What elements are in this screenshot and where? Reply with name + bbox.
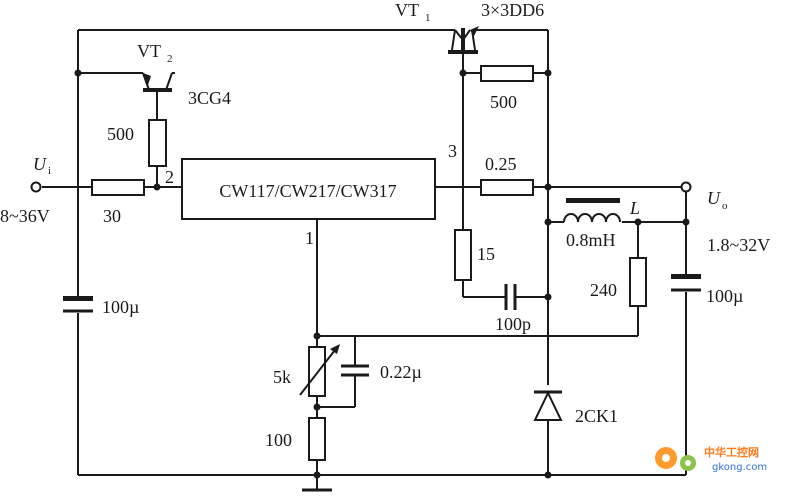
pin-in-label: 2 — [165, 167, 174, 187]
output-range: 1.8~32V — [707, 235, 770, 255]
pin-adj-label: 1 — [305, 228, 314, 248]
output-terminal — [680, 181, 692, 193]
pin-out-label: 3 — [448, 141, 457, 161]
vt2-part: 3CG4 — [188, 88, 231, 108]
resistor-240: 240 — [590, 257, 647, 307]
potentiometer-5k: 5k — [273, 344, 340, 397]
input-sub: i — [48, 165, 51, 177]
c100u-in-value: 100µ — [102, 297, 139, 317]
c100u-out-value: 100µ — [706, 286, 743, 306]
r15-value: 15 — [477, 244, 495, 264]
input-range: 8~36V — [0, 206, 50, 226]
c100p-value: 100p — [495, 314, 531, 334]
input-terminal — [30, 181, 42, 193]
r500-vt2-value: 500 — [107, 124, 134, 144]
resistor-100: 100 — [265, 417, 326, 461]
junction-dots — [74, 69, 690, 479]
input-symbol: U — [33, 154, 47, 174]
output-label: U o 1.8~32V — [707, 188, 770, 255]
capacitor-022u: 0.22µ — [341, 362, 422, 382]
regulator-ic: CW117/CW217/CW317 1 2 3 — [165, 141, 457, 248]
r500-vt1-value: 500 — [490, 92, 517, 112]
r30-value: 30 — [103, 206, 121, 226]
resistor-30: 30 — [91, 179, 145, 226]
transistor-vt1: VT 1 3×3DD6 — [395, 0, 544, 58]
vt1-label: VT — [395, 0, 419, 20]
pot5k-value: 5k — [273, 367, 291, 387]
watermark-url: gkong.com — [712, 462, 767, 473]
diode-label: 2CK1 — [575, 406, 618, 426]
vt2-sub: 2 — [167, 53, 173, 65]
vt1-part: 3×3DD6 — [481, 0, 544, 20]
capacitor-100p: 100p — [495, 284, 531, 334]
inductor-symbol: L — [629, 198, 640, 218]
c022-value: 0.22µ — [380, 362, 422, 382]
input-label: U i 8~36V — [0, 154, 51, 226]
inductor-l: L 0.8mH — [563, 198, 640, 250]
r240-value: 240 — [590, 280, 617, 300]
r025-value: 0.25 — [485, 154, 517, 174]
resistor-15: 15 — [454, 229, 495, 281]
r100-value: 100 — [265, 430, 292, 450]
output-sub: o — [722, 200, 728, 212]
regulator-name: CW117/CW217/CW317 — [219, 181, 396, 201]
watermark-brand: 中华工控网 — [704, 445, 759, 459]
wiring — [42, 29, 687, 490]
diode-2ck1: 2CK1 — [533, 390, 618, 426]
inductor-value: 0.8mH — [566, 230, 616, 250]
capacitor-100u-input: 100µ — [63, 296, 139, 317]
watermark-logo: 中华工控网 gkong.com — [655, 445, 767, 473]
capacitor-100u-output: 100µ — [671, 274, 743, 306]
vt1-sub: 1 — [425, 12, 431, 24]
resistor-025: 0.25 — [480, 154, 534, 196]
resistor-500-vt1: 500 — [480, 65, 534, 112]
vt2-label: VT — [137, 41, 161, 61]
transistor-vt2: VT 2 3CG4 — [137, 41, 231, 108]
output-symbol: U — [707, 188, 721, 208]
resistor-500-vt2: 500 — [107, 119, 167, 167]
